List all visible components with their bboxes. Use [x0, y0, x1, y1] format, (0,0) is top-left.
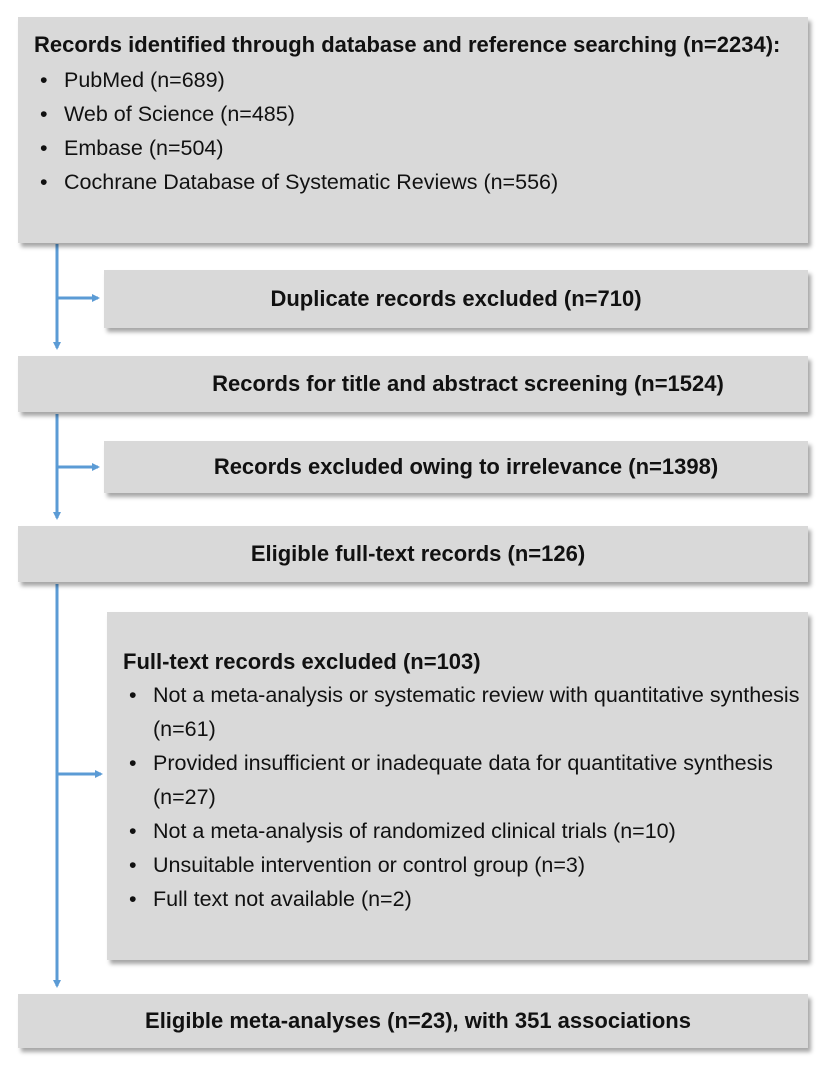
exclusion-reason: Unsuitable intervention or control group… [123, 848, 808, 882]
irrelevant-excluded-box: Records excluded owing to irrelevance (n… [104, 441, 808, 493]
fulltext-excluded-box: Full-text records excluded (n=103) Not a… [107, 612, 808, 960]
exclusion-reasons-list: Not a meta-analysis or systematic review… [123, 678, 808, 916]
duplicates-excluded-box: Duplicate records excluded (n=710) [104, 270, 808, 328]
database-item-pubmed: PubMed (n=689) [34, 63, 794, 97]
exclusion-reason: Provided insufficient or inadequate data… [123, 746, 808, 814]
final-box: Eligible meta-analyses (n=23), with 351 … [18, 994, 808, 1048]
fulltext-box: Eligible full-text records (n=126) [18, 526, 808, 582]
screening-box: Records for title and abstract screening… [18, 356, 808, 412]
records-identified-box: Records identified through database and … [18, 17, 808, 243]
database-item-web-of-science: Web of Science (n=485) [34, 97, 794, 131]
fulltext-excluded-title: Full-text records excluded (n=103) [123, 649, 481, 674]
database-item-cochrane: Cochrane Database of Systematic Reviews … [34, 165, 794, 199]
exclusion-reason: Not a meta-analysis of randomized clinic… [123, 814, 808, 848]
duplicates-excluded-title: Duplicate records excluded (n=710) [270, 286, 642, 311]
irrelevant-excluded-title: Records excluded owing to irrelevance (n… [213, 454, 719, 479]
final-title: Eligible meta-analyses (n=23), with 351 … [145, 1008, 691, 1033]
database-item-embase: Embase (n=504) [34, 131, 794, 165]
exclusion-reason: Full text not available (n=2) [123, 882, 808, 916]
screening-title: Records for title and abstract screening… [212, 371, 724, 396]
exclusion-reason: Not a meta-analysis or systematic review… [123, 678, 808, 746]
fulltext-title: Eligible full-text records (n=126) [250, 541, 586, 566]
database-list: PubMed (n=689) Web of Science (n=485) Em… [34, 63, 794, 199]
records-identified-title: Records identified through database and … [34, 32, 781, 57]
